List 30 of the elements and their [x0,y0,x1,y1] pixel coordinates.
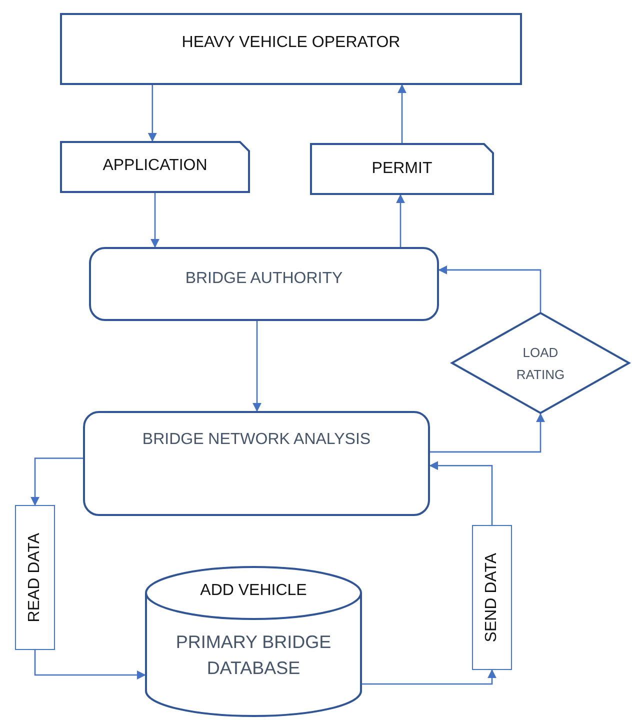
node-label: READ DATA [26,532,44,622]
arrow [362,669,496,685]
node-label: SEND DATA [483,552,501,642]
node-label: APPLICATION [102,156,208,176]
node-label: PERMIT [370,159,434,179]
node-label: LOAD RATING [515,344,566,384]
cylinder-top-label: ADD VEHICLE [199,581,308,601]
arrow [438,265,542,312]
arrow [34,650,146,680]
process-box [83,411,430,516]
process-box [89,247,439,321]
arrow [150,193,160,248]
document-box [60,141,250,193]
node-label: BRIDGE AUTHORITY [184,269,344,289]
arrow [30,458,83,506]
arrow [252,321,262,412]
arrow [148,85,157,142]
process-box [472,525,512,670]
arrow [430,413,545,453]
arrow [398,84,406,143]
document-box [310,143,494,195]
node-label: BRIDGE NETWORK ANALYSIS [141,430,372,450]
node-label: HEAVY VEHICLE OPERATOR [180,33,402,53]
node-label: PRIMARY BRIDGE DATABASE [174,631,332,680]
arrow [429,461,493,525]
decision-diamond [451,312,630,414]
arrow [396,194,405,247]
process-box [15,505,55,650]
process-box [60,13,522,85]
database-cylinder [145,567,362,717]
